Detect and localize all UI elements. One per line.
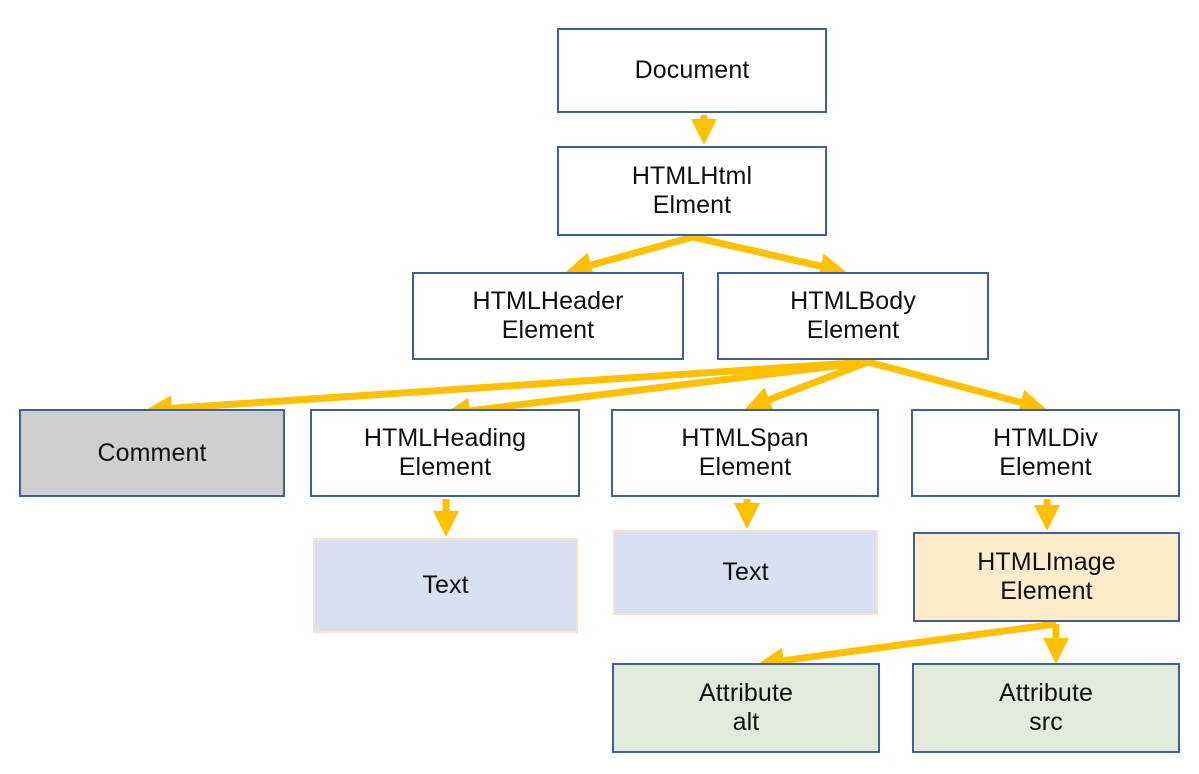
arrow-htmldiv-to-htmlimage xyxy=(1034,499,1060,531)
node-text2: Text xyxy=(613,530,878,615)
arrow-htmlheading-to-text1 xyxy=(433,499,459,537)
arrow-htmlspan-to-text2 xyxy=(734,499,760,529)
arrow-htmlbody-to-htmldiv xyxy=(867,358,1046,415)
node-htmlimage: HTMLImage Element xyxy=(913,532,1180,622)
node-htmlbody: HTMLBody Element xyxy=(717,272,989,360)
arrow-document-to-htmlhtml xyxy=(691,115,717,145)
node-htmldiv: HTMLDiv Element xyxy=(911,409,1180,497)
node-htmlspan: HTMLSpan Element xyxy=(611,409,879,497)
arrow-htmlbody-to-htmlspan xyxy=(745,358,870,412)
arrow-htmlimage-to-attr_src xyxy=(1043,624,1069,664)
node-htmlhtml: HTMLHtml Elment xyxy=(557,146,827,236)
node-htmlheader: HTMLHeader Element xyxy=(412,272,684,360)
node-attr_alt: Attribute alt xyxy=(612,663,880,753)
node-attr_src: Attribute src xyxy=(912,663,1180,753)
node-text1: Text xyxy=(313,538,578,633)
node-comment: Comment xyxy=(19,409,285,497)
node-document: Document xyxy=(557,28,827,113)
node-htmlheading: HTMLHeading Element xyxy=(310,409,580,497)
